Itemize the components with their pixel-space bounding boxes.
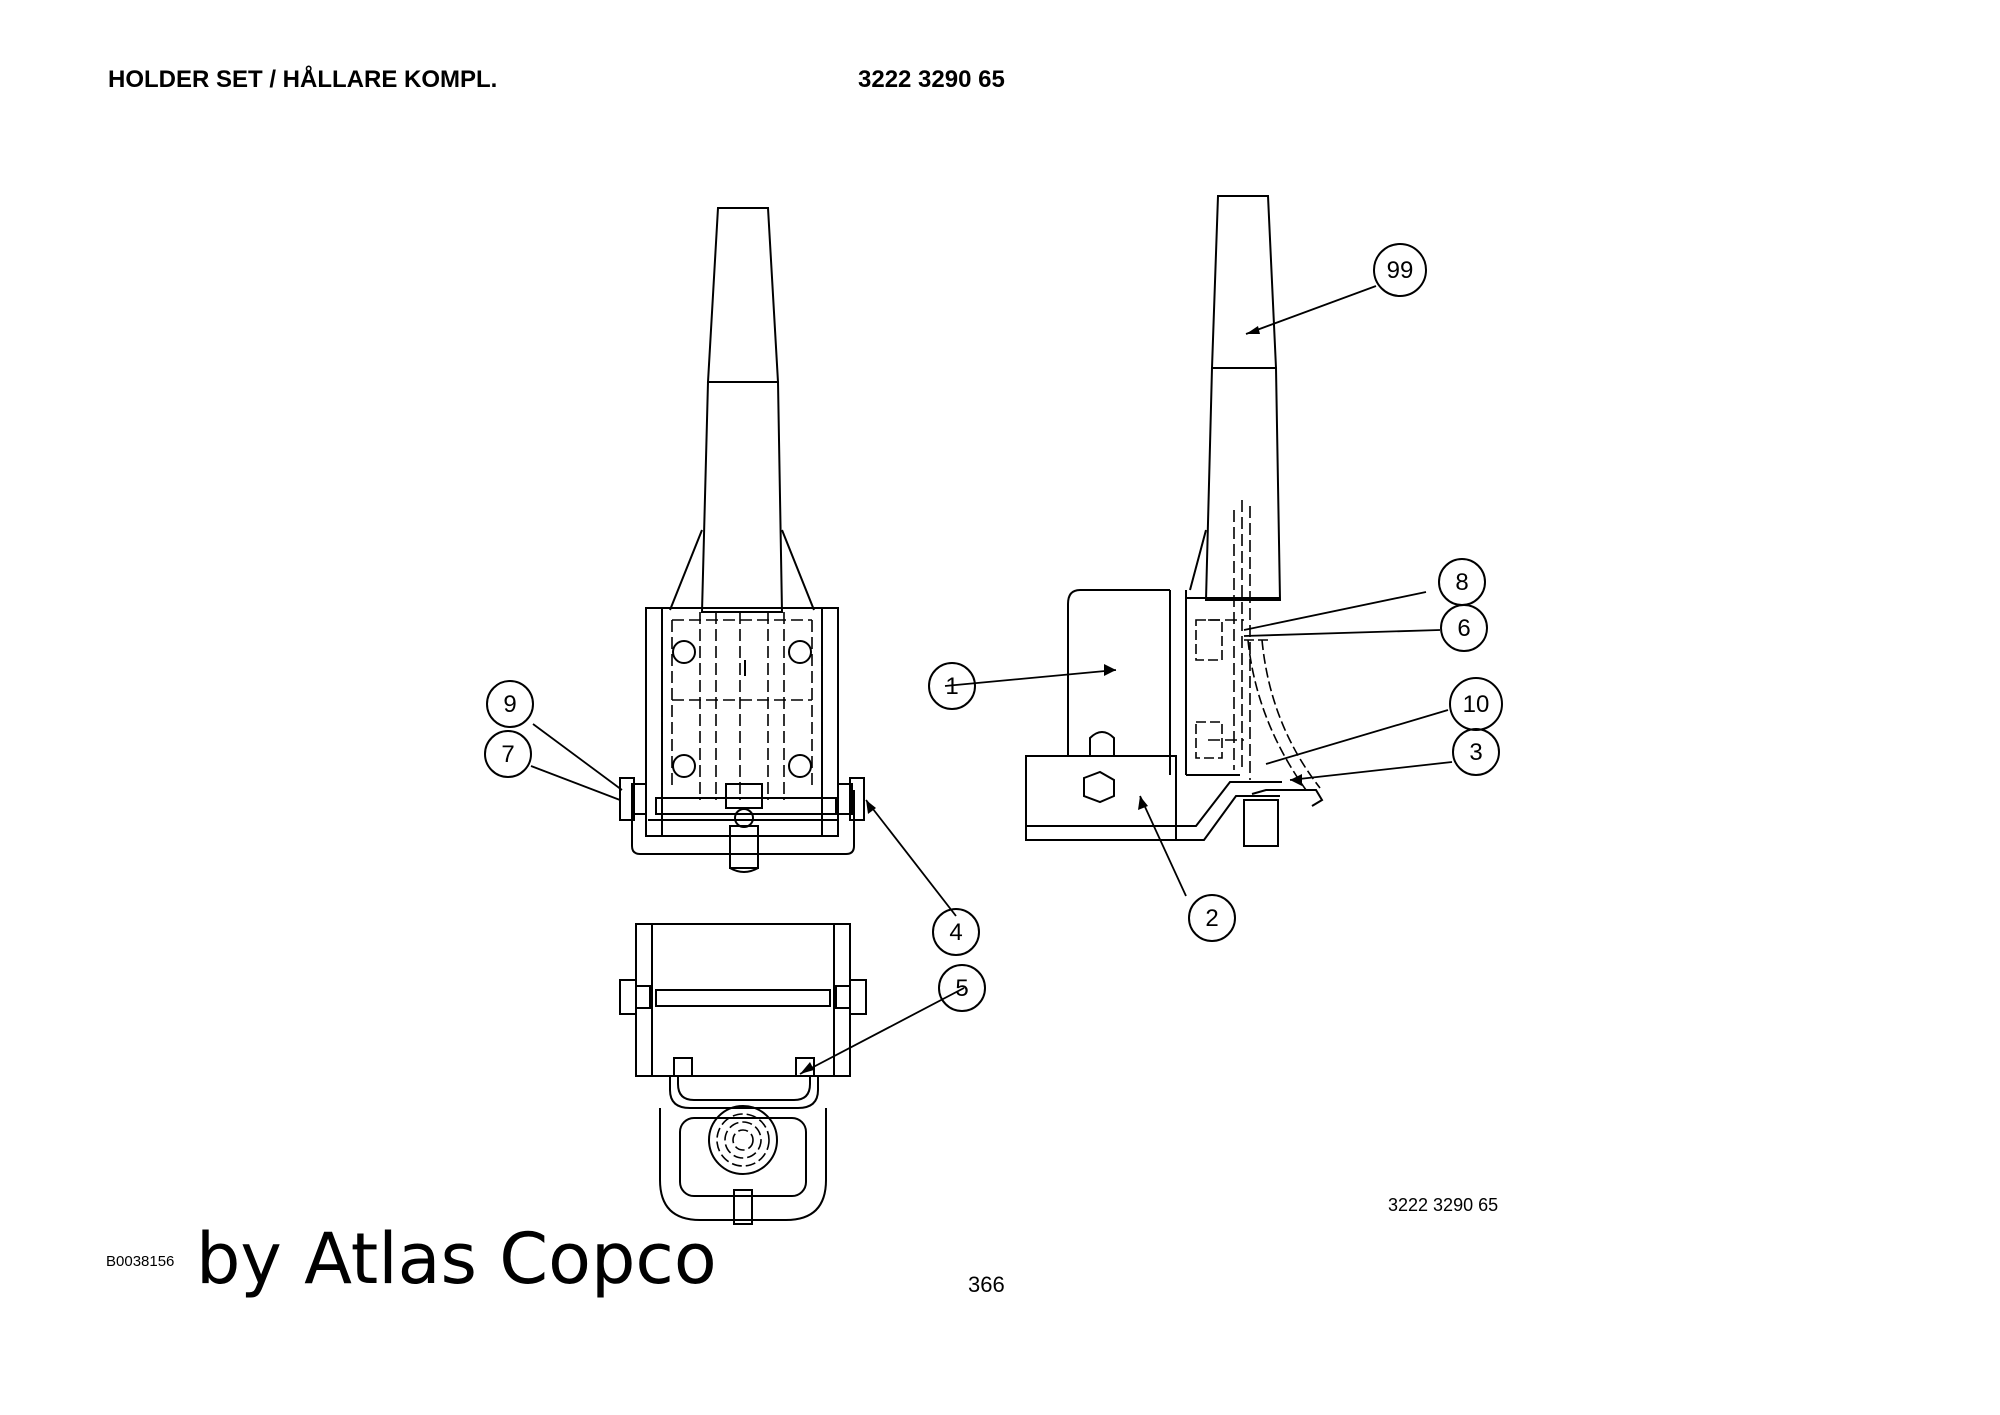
- balloon-9: 9: [486, 680, 534, 728]
- balloon-9-label: 9: [503, 691, 516, 718]
- balloon-10-label: 10: [1463, 691, 1490, 718]
- top-view: [619, 923, 867, 1225]
- balloon-3-label: 3: [1469, 739, 1482, 766]
- drawing-title: HOLDER SET / HÅLLARE KOMPL.: [108, 66, 498, 93]
- balloon-1: 1: [928, 662, 976, 710]
- balloon-6-label: 6: [1457, 615, 1470, 642]
- part-number-header: 3222 3290 65: [858, 66, 1005, 93]
- balloon-5: 5: [938, 964, 986, 1012]
- side-view: [1025, 195, 1324, 847]
- front-view: [619, 207, 865, 873]
- balloon-3: 3: [1452, 728, 1500, 776]
- balloon-2: 2: [1188, 894, 1236, 942]
- balloon-8: 8: [1438, 558, 1486, 606]
- balloon-7: 7: [484, 730, 532, 778]
- brand-watermark: by Atlas Copco: [196, 1218, 717, 1300]
- balloon-99: 99: [1373, 243, 1427, 297]
- balloon-8-label: 8: [1455, 569, 1468, 596]
- balloon-99-label: 99: [1387, 257, 1414, 284]
- balloon-10: 10: [1449, 677, 1503, 731]
- balloon-5-label: 5: [955, 975, 968, 1002]
- page-number: 366: [968, 1272, 1005, 1297]
- balloon-7-label: 7: [501, 741, 514, 768]
- balloon-4: 4: [932, 908, 980, 956]
- document-number: B0038156: [106, 1253, 175, 1270]
- balloon-6: 6: [1440, 604, 1488, 652]
- leader-lines: [530, 285, 1453, 1075]
- arrowheads: [800, 326, 1302, 1074]
- balloon-4-label: 4: [949, 919, 962, 946]
- drawing-reference-number: 3222 3290 65: [1388, 1195, 1499, 1215]
- balloon-1-label: 1: [945, 673, 958, 700]
- balloon-2-label: 2: [1205, 905, 1218, 932]
